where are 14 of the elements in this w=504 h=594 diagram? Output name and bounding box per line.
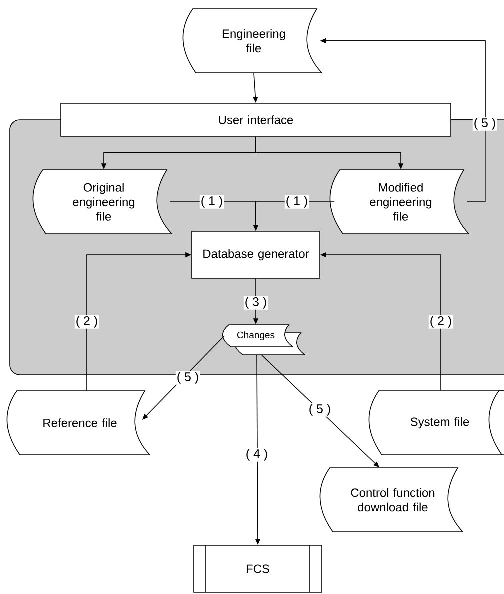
edge-label: ( 1 ): [284, 195, 310, 209]
edge-label: ( 5 ): [472, 117, 498, 131]
changes-document: Changes: [222, 324, 306, 356]
file-shape: [488, 390, 504, 456]
edge-label: ( 4 ): [244, 448, 270, 462]
edge-label: ( 3 ): [244, 296, 268, 310]
edge-label: ( 1 ): [200, 195, 224, 209]
process-box: User interface: [60, 103, 452, 137]
process-box: Database generator: [192, 231, 320, 279]
edge-label: ( 5 ): [176, 371, 200, 385]
edge-label: ( 2 ): [428, 315, 454, 329]
edge-label: ( 2 ): [74, 315, 100, 329]
device-box: FCS: [194, 545, 322, 593]
edge-label: ( 5 ): [308, 403, 332, 417]
